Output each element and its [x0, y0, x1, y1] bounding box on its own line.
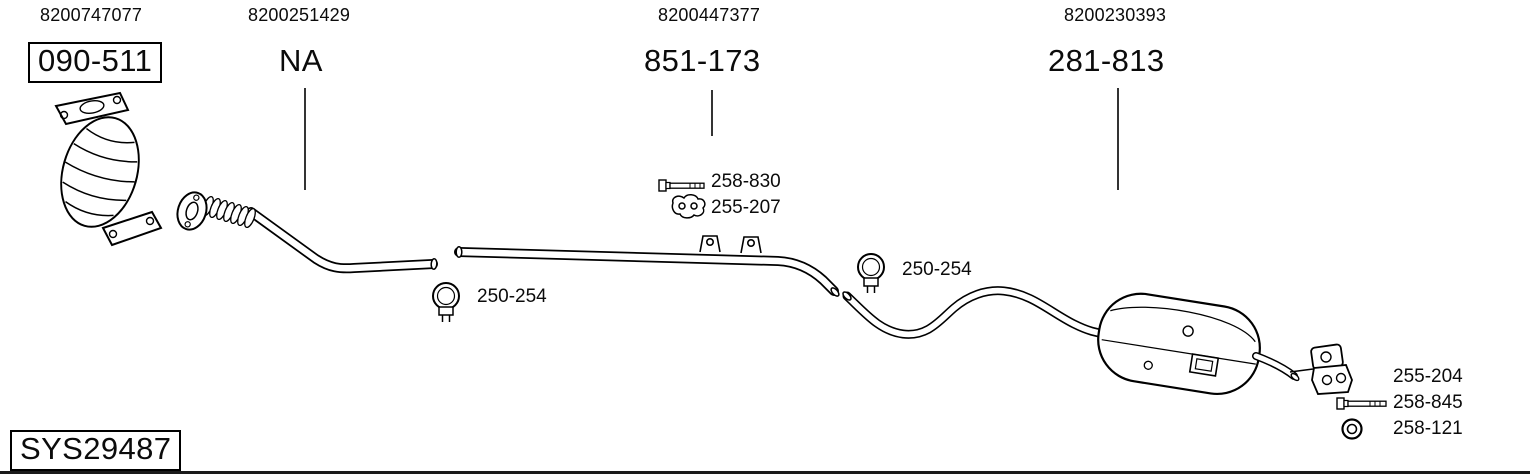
catalytic-converter-drawing — [54, 91, 163, 247]
part-code-rear-muffler: 281-813 — [1048, 43, 1165, 78]
callout-rear-clamp: 250-254 — [902, 259, 972, 280]
callout-center-hanger: 255-207 — [711, 197, 781, 218]
rear-section-drawing — [842, 286, 1300, 396]
oem-number-2: 8200251429 — [248, 5, 351, 25]
center-pipe-drawing — [454, 235, 840, 297]
leader-lines — [304, 88, 1119, 190]
callout-front-clamp: 250-254 — [477, 286, 547, 307]
callout-rear-hanger: 255-204 — [1393, 366, 1463, 387]
clamp-icon-front — [432, 282, 460, 322]
hanger-icon-center — [671, 194, 706, 219]
bolt-icon-center — [658, 179, 705, 192]
rear-muffler-drawing — [1097, 292, 1261, 396]
bolt-icon-rear — [1336, 397, 1387, 410]
callout-center-bolt: 258-830 — [711, 171, 781, 192]
oem-number-1: 8200747077 — [40, 5, 143, 25]
oem-number-3: 8200447377 — [658, 5, 761, 25]
oem-number-4: 8200230393 — [1064, 5, 1167, 25]
part-code-center-pipe: 851-173 — [644, 43, 761, 78]
hanger-icon-rear — [1289, 343, 1353, 395]
clamp-icon-rear — [857, 253, 885, 293]
system-code-badge: SYS29487 — [10, 430, 182, 472]
part-code-front-pipe: NA — [279, 43, 323, 78]
gasket-ring-icon — [1341, 418, 1363, 440]
callout-rear-ring: 258-121 — [1393, 418, 1463, 439]
front-pipe-drawing — [176, 191, 438, 274]
part-code-catalyst: 090-511 — [28, 42, 163, 84]
callout-rear-bolt: 258-845 — [1393, 392, 1463, 413]
